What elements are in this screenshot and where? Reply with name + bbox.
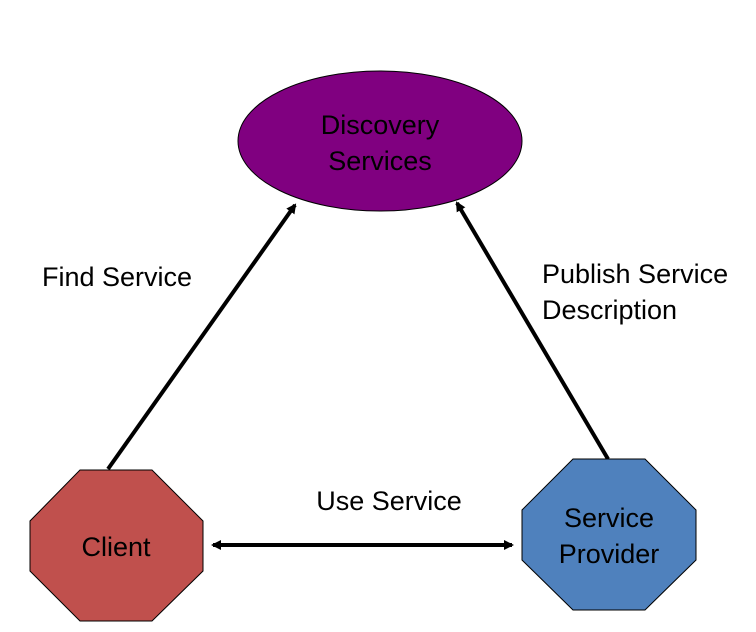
publish-service-arrow <box>455 201 610 461</box>
find-service-arrow <box>106 203 297 471</box>
service-provider-label-line2: Provider <box>559 539 660 569</box>
service-provider-shape <box>521 458 697 611</box>
client-node: Client <box>29 469 204 622</box>
discovery-services-label-line2: Services <box>328 146 432 176</box>
discovery-services-node: Discovery Services <box>237 70 523 212</box>
discovery-services-shape <box>237 70 523 212</box>
publish-service-label-line2: Description <box>542 295 677 325</box>
publish-service-label-line1: Publish Service <box>542 259 728 289</box>
client-shape <box>29 469 204 622</box>
client-label: Client <box>81 532 151 562</box>
service-provider-label-line1: Service <box>564 503 654 533</box>
service-provider-node: Service Provider <box>521 458 697 611</box>
discovery-services-label-line1: Discovery <box>321 110 440 140</box>
use-service-label: Use Service <box>316 486 462 516</box>
find-service-label: Find Service <box>42 262 192 292</box>
